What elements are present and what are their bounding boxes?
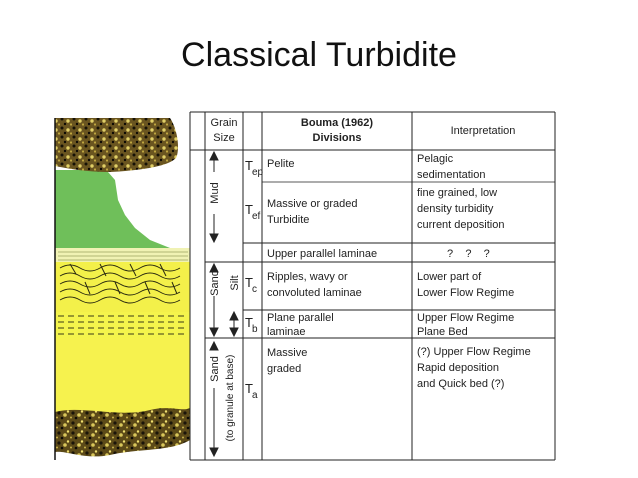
division-plane-line1: Plane parallel [267,312,334,324]
pelite-layer [55,170,190,262]
division-turbidite-line1: Massive or graded [267,198,358,210]
header-bouma-line2: Divisions [313,132,362,144]
svg-text:T: T [245,202,253,217]
interp-turbidity-line3: current deposition [417,219,504,231]
division-massive-line2: graded [267,363,301,375]
plane-lamination-lines [58,315,188,335]
division-code-tef: T ef [245,202,261,222]
svg-text:ef: ef [252,211,261,222]
division-massive-line1: Massive [267,347,307,359]
header-grain-size-line2: Size [213,132,234,144]
division-turbidite-line2: Turbidite [267,214,309,226]
interp-pelagic-line2: sedimentation [417,169,486,181]
upper-laminae-layer [55,248,190,262]
grain-label-sand-lower: Sand [209,356,221,382]
division-pelite: Pelite [267,158,295,170]
interp-lower-flow-line2: Lower Flow Regime [417,287,514,299]
grain-label-silt: Silt [229,275,241,290]
ripple-lamination-lines [59,263,181,304]
interp-lower-flow-line1: Lower part of [417,271,482,283]
interp-pelagic-line1: Pelagic [417,153,454,165]
massive-sand-layer [55,338,190,420]
interp-turbidity-line1: fine grained, low [417,187,497,199]
division-upper-laminae: Upper parallel laminae [267,248,377,260]
header-grain-size-line1: Grain [211,117,238,129]
interp-upper-flow-line1: Upper Flow Regime [417,312,514,324]
svg-text:ep: ep [252,167,264,178]
division-code-tc: T c [245,275,257,295]
division-code-ta: T a [245,381,258,401]
interp-quick-bed-line1: (?) Upper Flow Regime [417,346,531,358]
header-bouma-line1: Bouma (1962) [301,117,373,129]
interp-unknown: ? ? ? [447,248,490,260]
division-ripples-line2: convoluted laminae [267,287,362,299]
svg-text:a: a [252,390,258,401]
grain-label-mud: Mud [209,182,221,203]
svg-text:T: T [245,381,253,396]
division-ripples-line1: Ripples, wavy or [267,271,348,283]
svg-text:T: T [245,315,253,330]
table-grid [189,111,556,461]
upper-lamination-lines [58,251,188,261]
division-plane-line2: laminae [267,326,306,338]
interp-upper-flow-line2: Plane Bed [417,326,468,338]
grain-label-sand-upper: Sand [209,270,221,296]
basal-gravel [55,408,190,457]
svg-text:c: c [252,284,257,295]
grain-size-arrows [209,150,239,458]
svg-text:T: T [245,158,253,173]
division-code-tep: T ep [245,158,264,178]
grain-label-sand-lower-note: (to granule at base) [225,355,236,442]
top-gravel-cap [55,118,178,172]
slide-title: Classical Turbidite [181,36,457,74]
division-code-tb: T b [245,315,258,335]
interp-quick-bed-line2: Rapid deposition [417,362,499,374]
svg-text:b: b [252,324,258,335]
header-interpretation: Interpretation [451,125,516,137]
interp-turbidity-line2: density turbidity [417,203,494,215]
interp-quick-bed-line3: and Quick bed (?) [417,378,504,390]
sediment-column [54,118,190,460]
svg-text:T: T [245,275,253,290]
